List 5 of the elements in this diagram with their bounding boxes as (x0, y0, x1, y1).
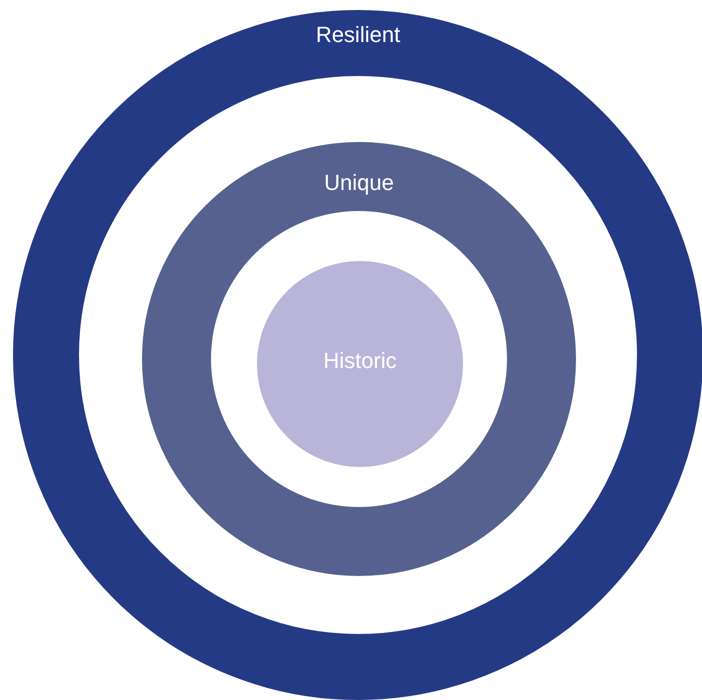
ring-label: Historic (322, 347, 398, 375)
ring-label: Resilient (314, 21, 402, 49)
ring (13, 10, 702, 700)
ring-label: Unique (323, 169, 395, 197)
ring (142, 142, 576, 576)
